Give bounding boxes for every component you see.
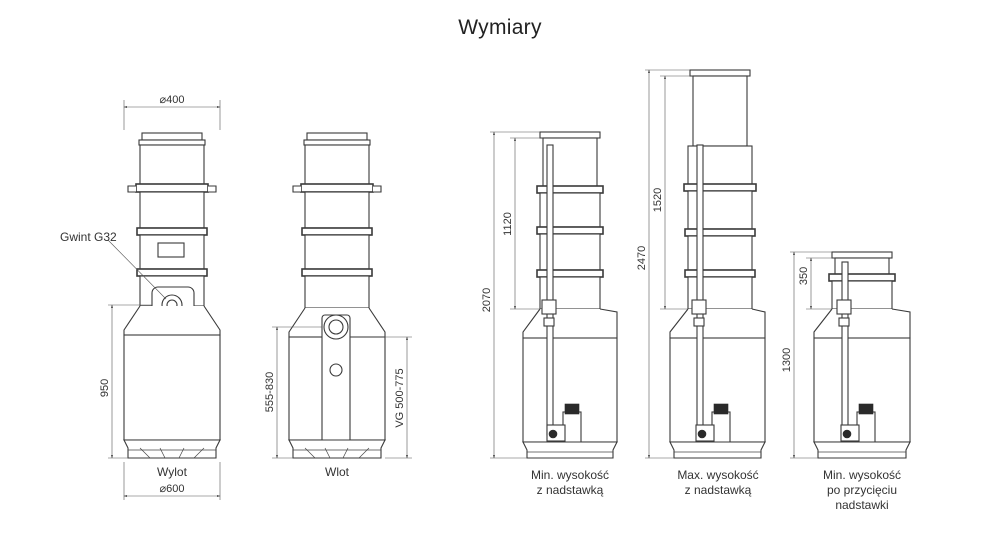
view-max-height [669, 69, 766, 459]
thread-callout: Gwint G32 [60, 230, 167, 300]
min-height-label-line1: Min. wysokość [531, 468, 609, 482]
view-inlet [288, 132, 386, 459]
max-riser-value: 1520 [652, 188, 664, 212]
dim-base-diameter: ⌀600 [123, 462, 221, 500]
dim-cut-riser: 350 [798, 257, 835, 310]
base-diameter-value: ⌀600 [160, 483, 185, 495]
dim-cut-total: 1300 [781, 251, 832, 459]
page-title: Wymiary [458, 16, 542, 39]
dim-max-total: 2470 [636, 69, 690, 459]
min-riser-value: 1120 [502, 212, 514, 236]
outlet-height-value: 950 [99, 379, 111, 397]
thread-label: Gwint G32 [60, 230, 117, 244]
dim-max-riser: 1520 [652, 75, 693, 310]
inlet-height-value: 555-830 [264, 372, 276, 412]
cut-label-line2: po przycięciu [827, 483, 897, 497]
dim-outlet-height: 950 [99, 304, 152, 459]
cut-riser-value: 350 [798, 267, 810, 285]
min-total-value: 2070 [481, 288, 493, 312]
view-outlet [123, 132, 221, 459]
view-min-height [522, 131, 618, 459]
cut-total-value: 1300 [781, 348, 793, 372]
dim-inlet-height: 555-830 [264, 326, 322, 459]
cut-label-line1: Min. wysokość [823, 468, 901, 482]
cut-label-line3: nadstawki [835, 498, 888, 512]
dim-min-total: 2070 [481, 131, 540, 459]
outlet-label: Wylot [157, 465, 188, 479]
max-height-label-line1: Max. wysokość [677, 468, 758, 482]
inlet-label: Wlot [325, 465, 350, 479]
min-height-label-line2: z nadstawką [537, 483, 604, 497]
max-total-value: 2470 [636, 246, 648, 270]
dim-min-riser: 1120 [502, 137, 543, 310]
top-diameter-value: ⌀400 [160, 94, 185, 106]
dim-vg: VG 500-775 [350, 336, 412, 459]
vg-value: VG 500-775 [394, 368, 406, 427]
view-cut-height [813, 251, 911, 459]
dim-top-diameter: ⌀400 [123, 94, 221, 130]
max-height-label-line2: z nadstawką [685, 483, 752, 497]
